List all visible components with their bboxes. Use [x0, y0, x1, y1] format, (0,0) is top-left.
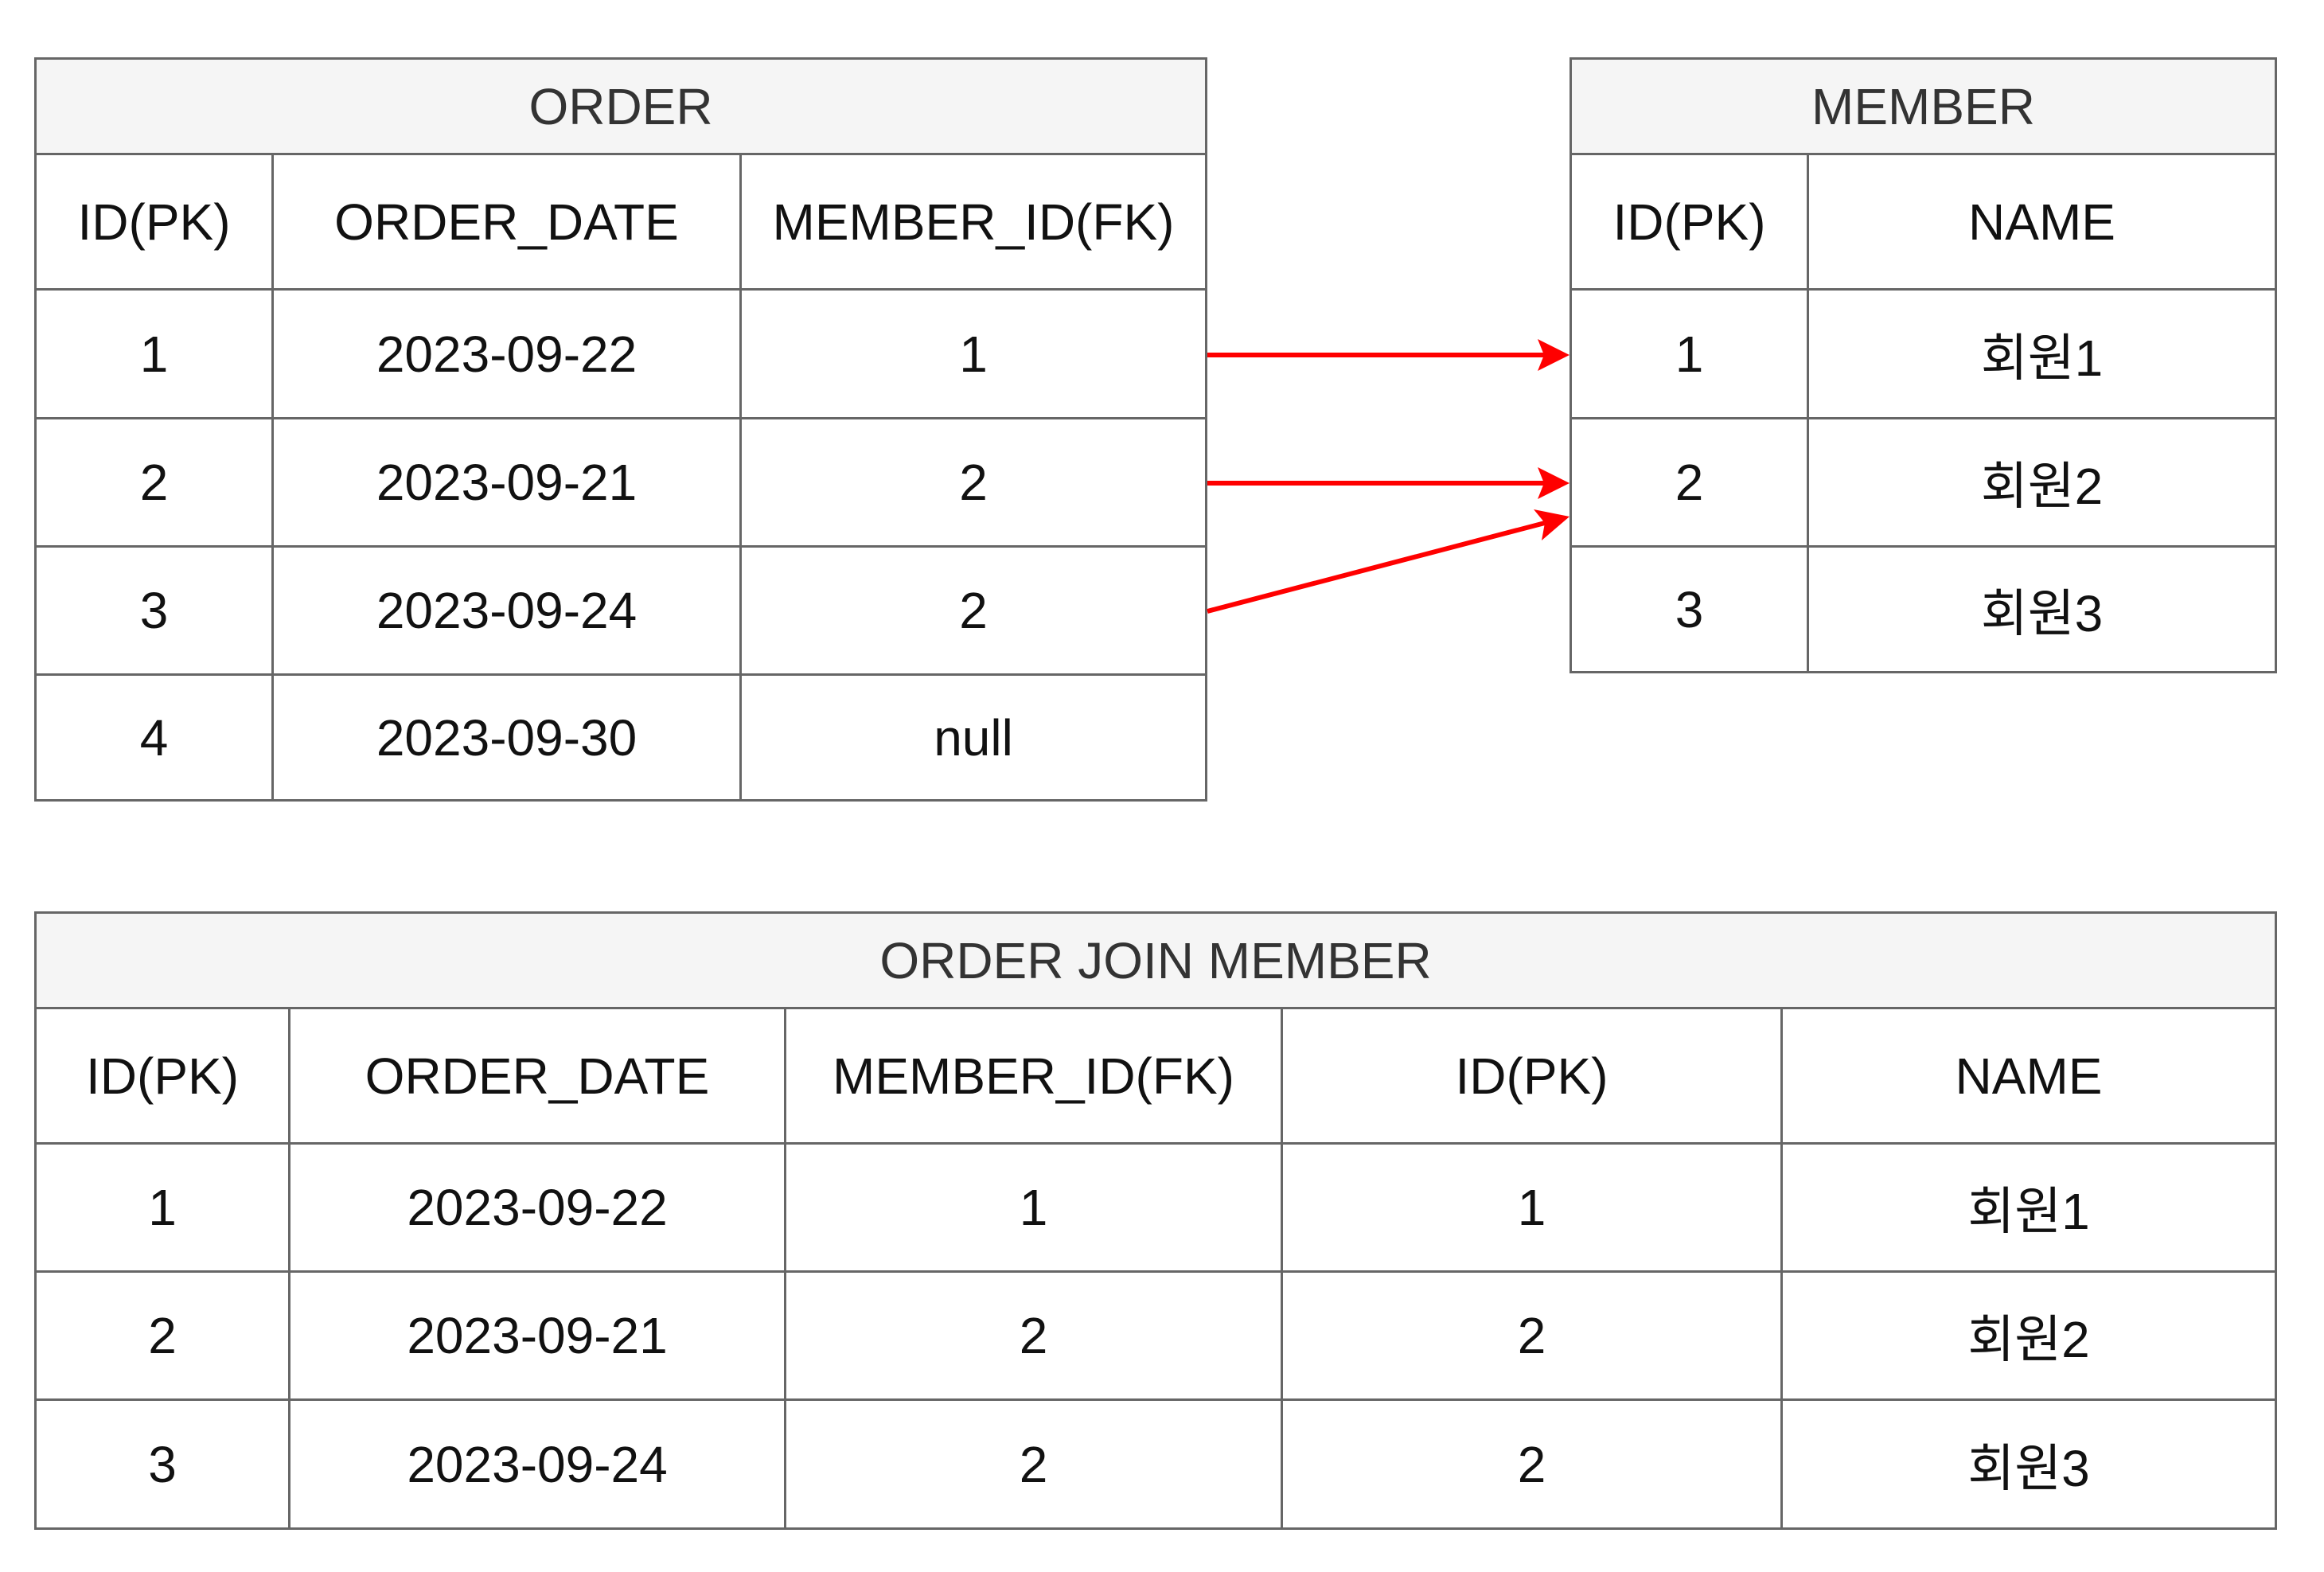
order-row-1-member-id: 1 — [742, 291, 1205, 419]
order-row-3-id: 3 — [37, 548, 274, 676]
member-table-title: MEMBER — [1572, 60, 2275, 155]
member-row-2-id: 2 — [1572, 419, 1809, 548]
member-table: MEMBER ID(PK) NAME 1 회원1 2 회원2 3 회원3 — [1569, 57, 2277, 673]
join-row-2-name: 회원2 — [1783, 1273, 2275, 1401]
order-row-1-date: 2023-09-22 — [274, 291, 742, 419]
join-row-2-date: 2023-09-21 — [290, 1273, 786, 1401]
join-row-3-date: 2023-09-24 — [290, 1401, 786, 1527]
order-row-4-id: 4 — [37, 676, 274, 799]
order-row-4-date: 2023-09-30 — [274, 676, 742, 799]
arrow-order2-to-member2 — [1207, 467, 1569, 499]
member-row-2-name: 회원2 — [1809, 419, 2275, 548]
join-header-member-id: ID(PK) — [1283, 1009, 1783, 1145]
join-row-2-member-id-fk: 2 — [786, 1273, 1283, 1401]
order-table-title: ORDER — [37, 60, 1205, 155]
join-row-3-name: 회원3 — [1967, 1439, 2090, 1497]
join-row-1-name: 회원1 — [1783, 1145, 2275, 1273]
member-row-1-name: 회원1 — [1809, 291, 2275, 419]
member-row-1-id: 1 — [1572, 291, 1809, 419]
order-row-2-id: 2 — [37, 419, 274, 548]
join-row-3-order-id: 3 — [37, 1401, 290, 1527]
order-row-1-id: 1 — [37, 291, 274, 419]
join-row-1-member-id-fk: 1 — [786, 1145, 1283, 1273]
order-header-member-id: MEMBER_ID(FK) — [742, 155, 1205, 291]
join-header-order-id: ID(PK) — [37, 1009, 290, 1145]
join-row-3-member-id: 2 — [1283, 1401, 1783, 1527]
join-header-member-id-fk: MEMBER_ID(FK) — [786, 1009, 1283, 1145]
join-table: ORDER JOIN MEMBER ID(PK) ORDER_DATE MEMB… — [34, 911, 2277, 1530]
join-row-1-order-id: 1 — [37, 1145, 290, 1273]
order-row-4-member-id: null — [934, 708, 1013, 766]
member-row-3-name: 회원3 — [1980, 584, 2104, 642]
arrow-order1-to-member1 — [1207, 339, 1569, 371]
join-table-title: ORDER JOIN MEMBER — [37, 914, 2275, 1009]
join-row-2-member-id: 2 — [1283, 1273, 1783, 1401]
arrow-order3-to-member2 — [1207, 509, 1569, 614]
join-row-3-member-id-fk: 2 — [786, 1401, 1283, 1527]
member-header-id: ID(PK) — [1572, 155, 1809, 291]
order-row-3-date: 2023-09-24 — [274, 548, 742, 676]
order-header-id: ID(PK) — [37, 155, 274, 291]
member-row-3-id: 3 — [1572, 548, 1809, 671]
order-header-order-date: ORDER_DATE — [274, 155, 742, 291]
join-row-1-date: 2023-09-22 — [290, 1145, 786, 1273]
join-header-name: NAME — [1783, 1009, 2275, 1145]
order-table: ORDER ID(PK) ORDER_DATE MEMBER_ID(FK) 1 … — [34, 57, 1207, 802]
order-row-3-member-id: 2 — [742, 548, 1205, 676]
join-row-1-member-id: 1 — [1283, 1145, 1783, 1273]
member-header-name: NAME — [1809, 155, 2275, 291]
join-row-2-order-id: 2 — [37, 1273, 290, 1401]
order-row-2-date: 2023-09-21 — [274, 419, 742, 548]
order-row-2-member-id: 2 — [742, 419, 1205, 548]
join-header-order-date: ORDER_DATE — [290, 1009, 786, 1145]
